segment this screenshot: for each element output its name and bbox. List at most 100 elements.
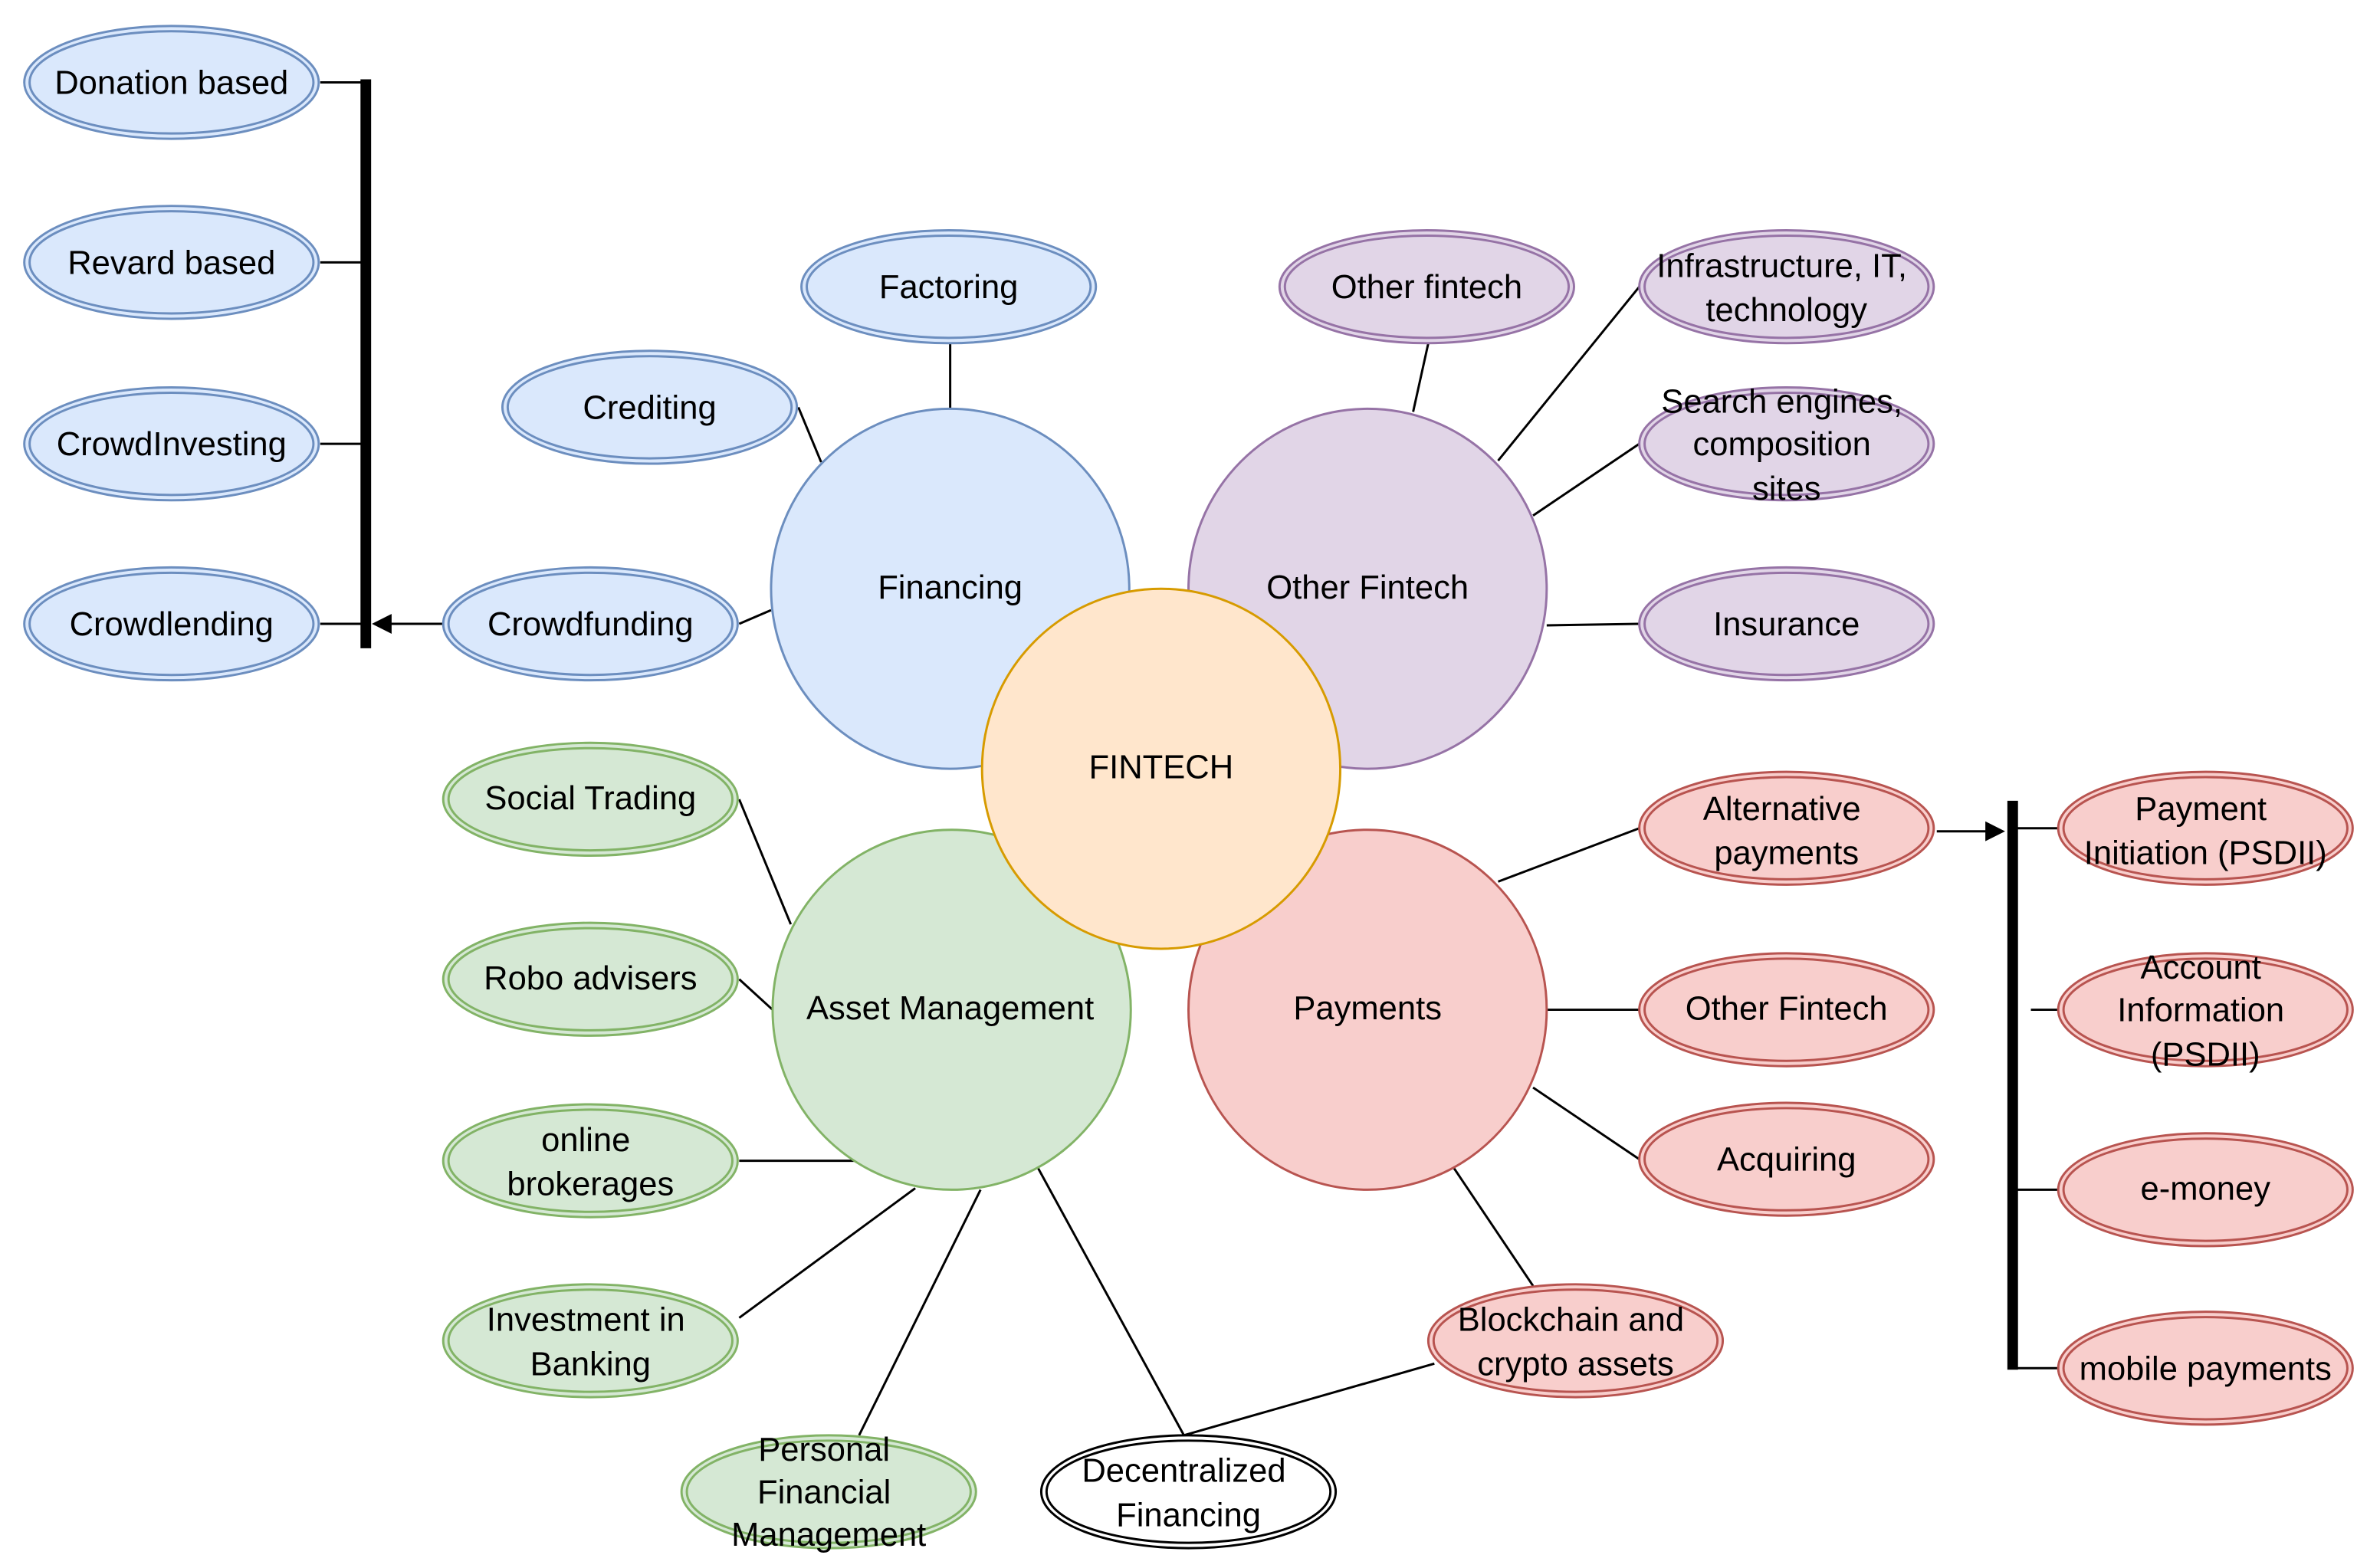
node-inner-outline bbox=[1045, 1439, 1332, 1544]
node-inner-outline bbox=[2062, 1316, 2349, 1421]
connector-alternative-payments bbox=[1497, 827, 1640, 883]
node-outline bbox=[1638, 1101, 1935, 1217]
node-other-fintech: Other fintech bbox=[1278, 229, 1575, 345]
node-search-engines: Search engines, composition sites bbox=[1638, 382, 1935, 507]
node-outline bbox=[1638, 952, 1935, 1068]
node-inner-outline bbox=[447, 927, 734, 1032]
connectors bbox=[320, 79, 2059, 1437]
node-label: Alternative payments bbox=[1703, 789, 1870, 871]
connector-acquiring bbox=[1532, 1086, 1640, 1160]
node-robo-advisers: Robo advisers bbox=[442, 921, 739, 1037]
node-label: Insurance bbox=[1713, 605, 1860, 642]
node-outline bbox=[23, 566, 320, 682]
connector-insurance bbox=[1546, 622, 1640, 627]
arrowhead-right-icon bbox=[1985, 821, 2005, 841]
node-infrastructure: Infrastructure, IT, technology bbox=[1638, 229, 1935, 345]
connector-robo-advisers bbox=[738, 978, 773, 1011]
category-asset-management: Asset Management bbox=[771, 828, 1132, 1191]
node-social-trading: Social Trading bbox=[442, 741, 739, 858]
node-label: Personal Financial Management bbox=[731, 1430, 926, 1553]
node-online-brokerages: online brokerages bbox=[442, 1103, 739, 1219]
node-inner-outline bbox=[28, 30, 315, 135]
node-label: Factoring bbox=[879, 268, 1019, 306]
node-outline bbox=[1039, 1434, 1338, 1550]
node-inner-outline bbox=[1283, 235, 1571, 340]
node-outline bbox=[1638, 566, 1935, 682]
node-crowdfunding: Crowdfunding bbox=[442, 566, 739, 682]
node-factoring: Factoring bbox=[800, 229, 1098, 345]
node-outline bbox=[501, 349, 799, 465]
node-label: Crowdfunding bbox=[487, 605, 694, 642]
center-fintech: FINTECH bbox=[980, 587, 1342, 950]
node-revard-based: Revard based bbox=[23, 205, 320, 320]
node-crowdlending: Crowdlending bbox=[23, 566, 320, 682]
node-label: Search engines, composition sites bbox=[1661, 382, 1912, 507]
category-label: Payments bbox=[1293, 989, 1442, 1027]
node-label: Other Fintech bbox=[1686, 989, 1888, 1027]
node-inner-outline bbox=[28, 392, 315, 497]
node-inner-outline bbox=[2062, 957, 2349, 1062]
arrowhead-left-icon bbox=[372, 614, 392, 634]
category-payments: Payments bbox=[1187, 828, 1548, 1191]
node-label: Account Information (PSDII) bbox=[2117, 948, 2293, 1073]
node-outline bbox=[442, 921, 739, 1037]
node-crediting: Crediting bbox=[501, 349, 799, 465]
node-label: Revard based bbox=[67, 244, 275, 281]
category-label: Other Fintech bbox=[1266, 569, 1469, 606]
node-inner-outline bbox=[28, 571, 315, 677]
category-circle bbox=[771, 828, 1132, 1191]
node-inner-outline bbox=[28, 210, 315, 315]
category-label: Asset Management bbox=[806, 989, 1094, 1027]
node-outline bbox=[1638, 386, 1935, 502]
node-e-money: e-money bbox=[2057, 1132, 2354, 1248]
node-payment-initiation: Payment Initiation (PSDII) bbox=[2057, 770, 2354, 886]
node-label: Payment Initiation (PSDII) bbox=[2084, 789, 2327, 871]
connector-personal-financial-management bbox=[858, 1189, 982, 1436]
connector-social-trading bbox=[737, 799, 793, 925]
node-inner-outline bbox=[2062, 1137, 2349, 1242]
node-blockchain-crypto-assets: Blockchain and crypto assets bbox=[1426, 1283, 1725, 1399]
node-inner-outline bbox=[1432, 1288, 1719, 1393]
node-outline bbox=[680, 1434, 977, 1550]
connector-crediting bbox=[797, 406, 822, 463]
node-inner-outline bbox=[1643, 1107, 1930, 1212]
node-outline bbox=[442, 741, 739, 858]
node-label: Donation based bbox=[54, 64, 288, 101]
node-outline bbox=[1638, 770, 1935, 886]
node-inner-outline bbox=[1643, 571, 1930, 677]
node-inner-outline bbox=[1643, 235, 1930, 340]
node-label: Investment in Banking bbox=[487, 1301, 694, 1383]
node-label: Blockchain and crypto assets bbox=[1458, 1301, 1693, 1383]
node-mobile-payments: mobile payments bbox=[2057, 1310, 2354, 1426]
node-label: Social Trading bbox=[484, 779, 696, 816]
node-outline bbox=[442, 566, 739, 682]
node-label: online brokerages bbox=[507, 1120, 674, 1202]
node-label: Decentralized Financing bbox=[1082, 1452, 1295, 1534]
node-inner-outline bbox=[685, 1439, 972, 1544]
node-inner-outline bbox=[2062, 776, 2349, 881]
node-label: CrowdInvesting bbox=[57, 425, 287, 463]
node-inner-outline bbox=[1643, 957, 1930, 1062]
center-label: FINTECH bbox=[1089, 749, 1234, 786]
node-inner-outline bbox=[447, 1108, 734, 1213]
node-donation-based: Donation based bbox=[23, 25, 320, 140]
node-outline bbox=[442, 1283, 739, 1399]
node-personal-financial-management: Personal Financial Management bbox=[680, 1430, 977, 1553]
node-outline bbox=[23, 25, 320, 140]
node-outline bbox=[442, 1103, 739, 1219]
node-outline bbox=[2057, 770, 2354, 886]
connector-blockchain bbox=[1453, 1167, 1535, 1287]
node-insurance: Insurance bbox=[1638, 566, 1935, 682]
connector-search-engines bbox=[1532, 442, 1640, 517]
node-other-fintech-payments: Other Fintech bbox=[1638, 952, 1935, 1068]
node-outline bbox=[23, 205, 320, 320]
node-crowdinvesting: CrowdInvesting bbox=[23, 386, 320, 502]
node-inner-outline bbox=[1643, 776, 1930, 881]
node-outline bbox=[2057, 1132, 2354, 1248]
node-inner-outline bbox=[447, 746, 734, 852]
connector-crowdfunding bbox=[738, 609, 772, 625]
connector-decentralized-asset-management bbox=[1037, 1167, 1185, 1436]
node-inner-outline bbox=[806, 235, 1092, 340]
node-outline bbox=[800, 229, 1098, 345]
connector-other-fintech bbox=[1412, 343, 1430, 412]
